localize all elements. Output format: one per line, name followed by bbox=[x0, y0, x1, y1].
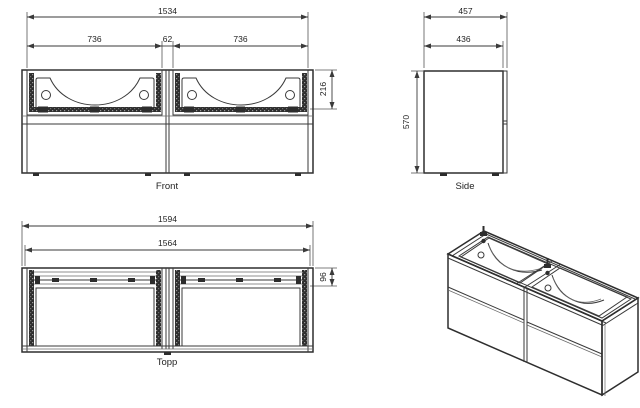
top-cabinet-drawing bbox=[21, 267, 314, 355]
side-dim-height: 570 bbox=[401, 115, 411, 129]
isometric-view bbox=[446, 226, 640, 397]
front-cabinet-drawing bbox=[21, 69, 314, 176]
side-view: 457 436 570 Side bbox=[401, 6, 508, 192]
front-dim-left-basin: 736 bbox=[87, 34, 101, 44]
front-dim-basin-height: 216 bbox=[318, 82, 328, 96]
front-view-label: Front bbox=[156, 181, 179, 192]
side-view-label: Side bbox=[455, 181, 474, 192]
front-view: 1534 736 62 736 216 bbox=[21, 6, 337, 192]
top-dim-rail-depth: 96 bbox=[318, 272, 328, 282]
front-dim-right-basin: 736 bbox=[233, 34, 247, 44]
isometric-cabinet-drawing bbox=[446, 226, 640, 397]
side-dim-overall-depth: 457 bbox=[458, 6, 472, 16]
top-view-label: Topp bbox=[157, 357, 178, 368]
top-view: 1594 1564 96 bbox=[21, 214, 337, 368]
top-dim-inner-width: 1564 bbox=[158, 238, 177, 248]
side-dim-carcass-depth: 436 bbox=[456, 34, 470, 44]
front-dim-center-gap: 62 bbox=[163, 34, 173, 44]
side-cabinet-drawing bbox=[423, 70, 508, 176]
top-dim-overall-width: 1594 bbox=[158, 214, 177, 224]
front-dim-overall-width: 1534 bbox=[158, 6, 177, 16]
